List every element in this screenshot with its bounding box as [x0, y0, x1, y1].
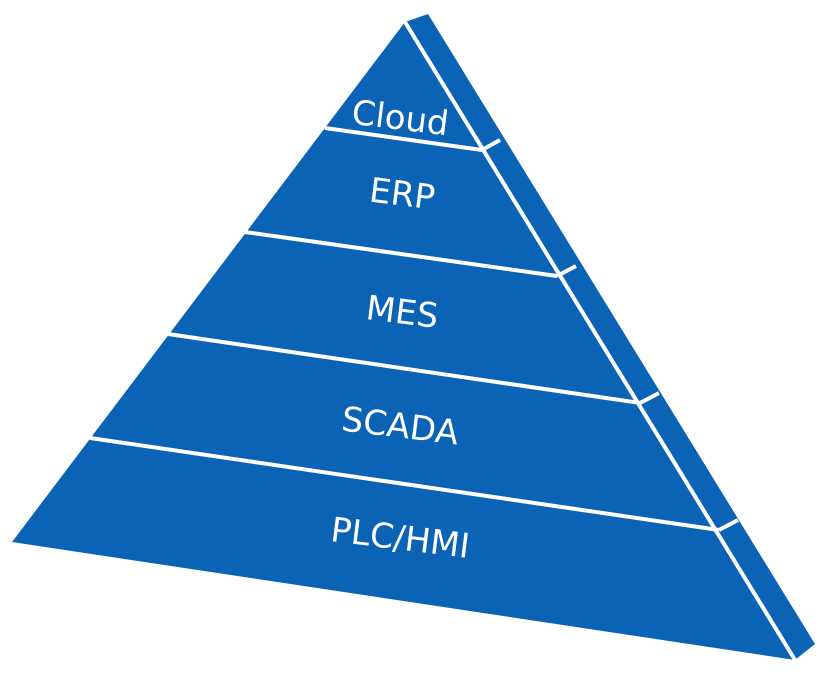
layer-separator	[167, 332, 641, 405]
pyramid-front-face	[12, 22, 795, 660]
pyramid-side-face	[405, 14, 815, 660]
layer-label-mes: MES	[364, 288, 441, 337]
layer-separator	[244, 230, 558, 278]
side-separator	[639, 391, 660, 405]
layer-separator	[89, 436, 720, 532]
layer-separator	[324, 126, 483, 152]
pyramid-edge	[403, 20, 797, 662]
layer-label-erp: ERP	[367, 171, 437, 219]
side-separator	[481, 138, 501, 152]
side-separator	[718, 518, 739, 532]
